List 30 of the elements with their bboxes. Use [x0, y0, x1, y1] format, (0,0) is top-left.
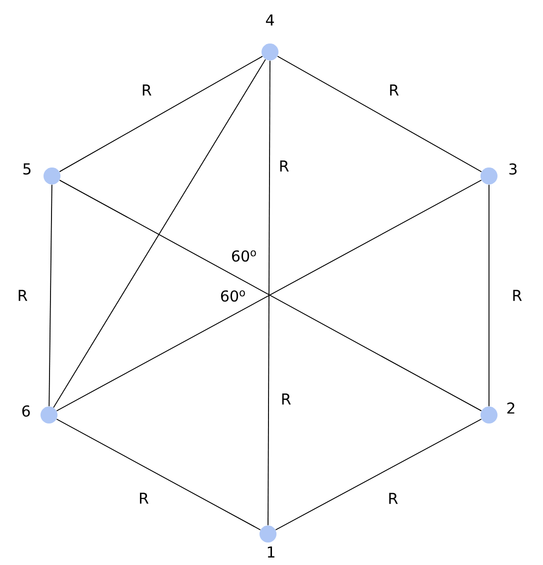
- vertex-dot: [40, 406, 58, 424]
- length-label: 60$^{o}$: [219, 289, 247, 303]
- vertex-number: 4: [266, 14, 274, 26]
- vertex-number: 6: [22, 405, 30, 417]
- vertex-number: 5: [23, 163, 30, 175]
- length-label: R: [280, 392, 292, 406]
- vertex-dot: [262, 44, 278, 60]
- vertex-number: 1: [268, 546, 274, 558]
- vertex-dot: [44, 168, 60, 184]
- vertex-number: 3: [509, 163, 517, 175]
- line: [277, 56, 482, 172]
- vertex-number: 2: [507, 402, 514, 414]
- vertex-dot: [480, 168, 498, 184]
- line: [56, 418, 261, 530]
- vertex-dot: [480, 406, 498, 424]
- line: [268, 60, 270, 526]
- length-label: R: [278, 160, 290, 172]
- length-label: 60$^{o}$: [230, 249, 258, 263]
- edge-label: R: [513, 290, 522, 301]
- line: [59, 56, 263, 172]
- vertex-dot: [260, 526, 276, 542]
- edge-label: R: [140, 492, 148, 504]
- line: [488, 184, 490, 407]
- edge-label: R: [390, 84, 399, 96]
- edge-label: R: [142, 84, 152, 96]
- edge-label: R: [389, 492, 398, 504]
- edge-label: R: [18, 290, 28, 301]
- line: [275, 418, 482, 530]
- line: [48, 184, 52, 407]
- line: [53, 58, 266, 408]
